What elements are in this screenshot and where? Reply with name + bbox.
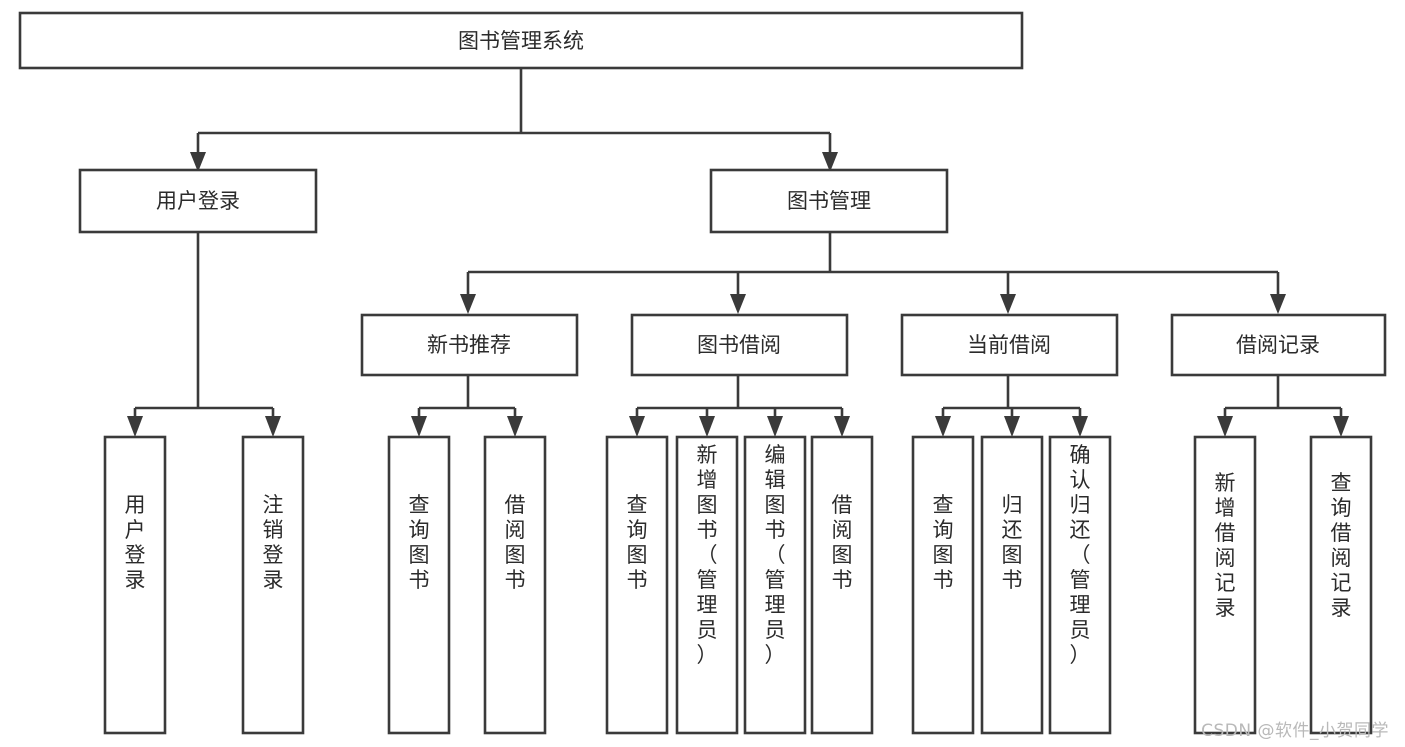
leaf-node-nb-borrow-book[interactable]: 借阅图书	[483, 435, 547, 735]
leaf-br-query-record-box	[1309, 435, 1373, 735]
arrow-head-nb-leaf-1	[411, 416, 427, 437]
leaf-nb-borrow-book-box	[483, 435, 547, 735]
node-borrow-record-label: 借阅记录	[1236, 333, 1320, 357]
arrow-head-borrow-record	[1270, 294, 1286, 314]
arrow-head-leaf-logout	[265, 416, 281, 437]
leaf-bb-borrow-book-box	[810, 435, 874, 735]
leaf-cb-return-book-box	[980, 435, 1044, 735]
leaf-cb-query-book-label: 查询图书	[933, 493, 954, 592]
arrow-head-book-borrow	[730, 294, 746, 314]
arrow-head-nb-leaf-2	[507, 416, 523, 437]
arrow-head-leaf-user-login	[127, 416, 143, 437]
leaf-node-bb-edit-book[interactable]: 编辑图书（管理员）	[743, 435, 807, 735]
leaf-node-bb-borrow-book[interactable]: 借阅图书	[810, 435, 874, 735]
arrow-head-current-borrow	[1000, 294, 1016, 314]
leaf-user-login-box	[103, 435, 167, 735]
leaf-br-query-record-label: 查询借阅记录	[1331, 471, 1352, 620]
leaf-nb-borrow-book-label: 借阅图书	[505, 493, 526, 592]
arrow-head-new-book	[460, 294, 476, 314]
node-user-login[interactable]: 用户登录	[78, 168, 318, 234]
node-new-book-recommend-box	[360, 313, 579, 377]
node-current-borrow[interactable]: 当前借阅	[900, 313, 1119, 377]
node-root-label: 图书管理系统	[458, 29, 584, 53]
node-book-management-box	[709, 168, 949, 234]
leaf-nb-query-book-box	[387, 435, 451, 735]
node-book-management[interactable]: 图书管理	[709, 168, 949, 234]
leaf-node-cb-query-book[interactable]: 查询图书	[911, 435, 975, 735]
node-root-box	[18, 11, 1024, 70]
node-user-login-box	[78, 168, 318, 234]
connectors-user-login-to-leaves	[127, 232, 281, 437]
leaf-br-add-record-label: 新增借阅记录	[1215, 471, 1236, 620]
arrow-head-cb-leaf-3	[1072, 416, 1088, 437]
arrow-head-cb-leaf-2	[1004, 416, 1020, 437]
leaf-cb-confirm-return-label: 确认归还（管理员）	[1070, 443, 1091, 667]
node-borrow-record[interactable]: 借阅记录	[1170, 313, 1387, 377]
leaf-node-br-add-record[interactable]: 新增借阅记录	[1193, 435, 1257, 735]
connectors-root-to-level2	[190, 68, 838, 172]
leaf-br-add-record-box	[1193, 435, 1257, 735]
arrow-head-bb-leaf-4	[834, 416, 850, 437]
node-new-book-recommend-label: 新书推荐	[427, 333, 511, 357]
leaf-bb-add-book-label: 新增图书（管理员）	[697, 443, 718, 667]
connectors-current-borrow-to-leaves	[935, 375, 1088, 437]
arrow-head-bb-leaf-1	[629, 416, 645, 437]
leaf-bb-query-book-box	[605, 435, 669, 735]
node-book-borrow-box	[630, 313, 849, 377]
leaf-logout-box	[241, 435, 305, 735]
csdn-watermark: CSDN @软件_小贺同学	[1201, 721, 1389, 741]
node-borrow-record-box	[1170, 313, 1387, 377]
leaf-node-br-query-record[interactable]: 查询借阅记录	[1309, 435, 1373, 735]
arrow-head-bb-leaf-2	[699, 416, 715, 437]
leaf-bb-edit-book-box	[743, 435, 807, 735]
connectors-new-book-to-leaves	[411, 375, 523, 437]
connectors-book-manage-to-level3	[460, 232, 1286, 314]
leaf-node-bb-add-book[interactable]: 新增图书（管理员）	[675, 435, 739, 735]
arrow-head-br-leaf-1	[1217, 416, 1233, 437]
leaf-user-login-label: 用户登录	[125, 493, 146, 592]
arrow-head-bb-leaf-3	[767, 416, 783, 437]
arrow-head-user-login	[190, 152, 206, 172]
leaf-nb-query-book-label: 查询图书	[409, 493, 430, 592]
node-new-book-recommend[interactable]: 新书推荐	[360, 313, 579, 377]
connectors-borrow-record-to-leaves	[1217, 375, 1349, 437]
arrow-head-cb-leaf-1	[935, 416, 951, 437]
node-book-borrow-label: 图书借阅	[697, 333, 781, 357]
leaf-bb-add-book-box	[675, 435, 739, 735]
leaf-node-bb-query-book[interactable]: 查询图书	[605, 435, 669, 735]
leaf-node-cb-return-book[interactable]: 归还图书	[980, 435, 1044, 735]
leaf-node-user-login[interactable]: 用户登录	[103, 435, 167, 735]
arrow-head-br-leaf-2	[1333, 416, 1349, 437]
leaf-cb-confirm-return-box	[1048, 435, 1112, 735]
leaf-bb-borrow-book-label: 借阅图书	[832, 493, 853, 592]
leaf-node-cb-confirm-return[interactable]: 确认归还（管理员）	[1048, 435, 1112, 735]
leaf-node-nb-query-book[interactable]: 查询图书	[387, 435, 451, 735]
leaf-cb-return-book-label: 归还图书	[1002, 493, 1023, 592]
leaf-cb-query-book-box	[911, 435, 975, 735]
node-current-borrow-label: 当前借阅	[967, 333, 1051, 357]
node-book-management-label: 图书管理	[787, 189, 871, 213]
node-book-borrow[interactable]: 图书借阅	[630, 313, 849, 377]
arrow-head-book-manage	[822, 152, 838, 172]
connectors-book-borrow-to-leaves	[629, 375, 850, 437]
leaf-bb-edit-book-label: 编辑图书（管理员）	[765, 443, 786, 667]
node-current-borrow-box	[900, 313, 1119, 377]
leaf-bb-query-book-label: 查询图书	[627, 493, 648, 592]
leaf-node-logout[interactable]: 注销登录	[241, 435, 305, 735]
leaf-logout-label: 注销登录	[263, 493, 284, 592]
node-user-login-label: 用户登录	[156, 189, 240, 213]
node-root-book-management-system[interactable]: 图书管理系统	[18, 11, 1024, 70]
